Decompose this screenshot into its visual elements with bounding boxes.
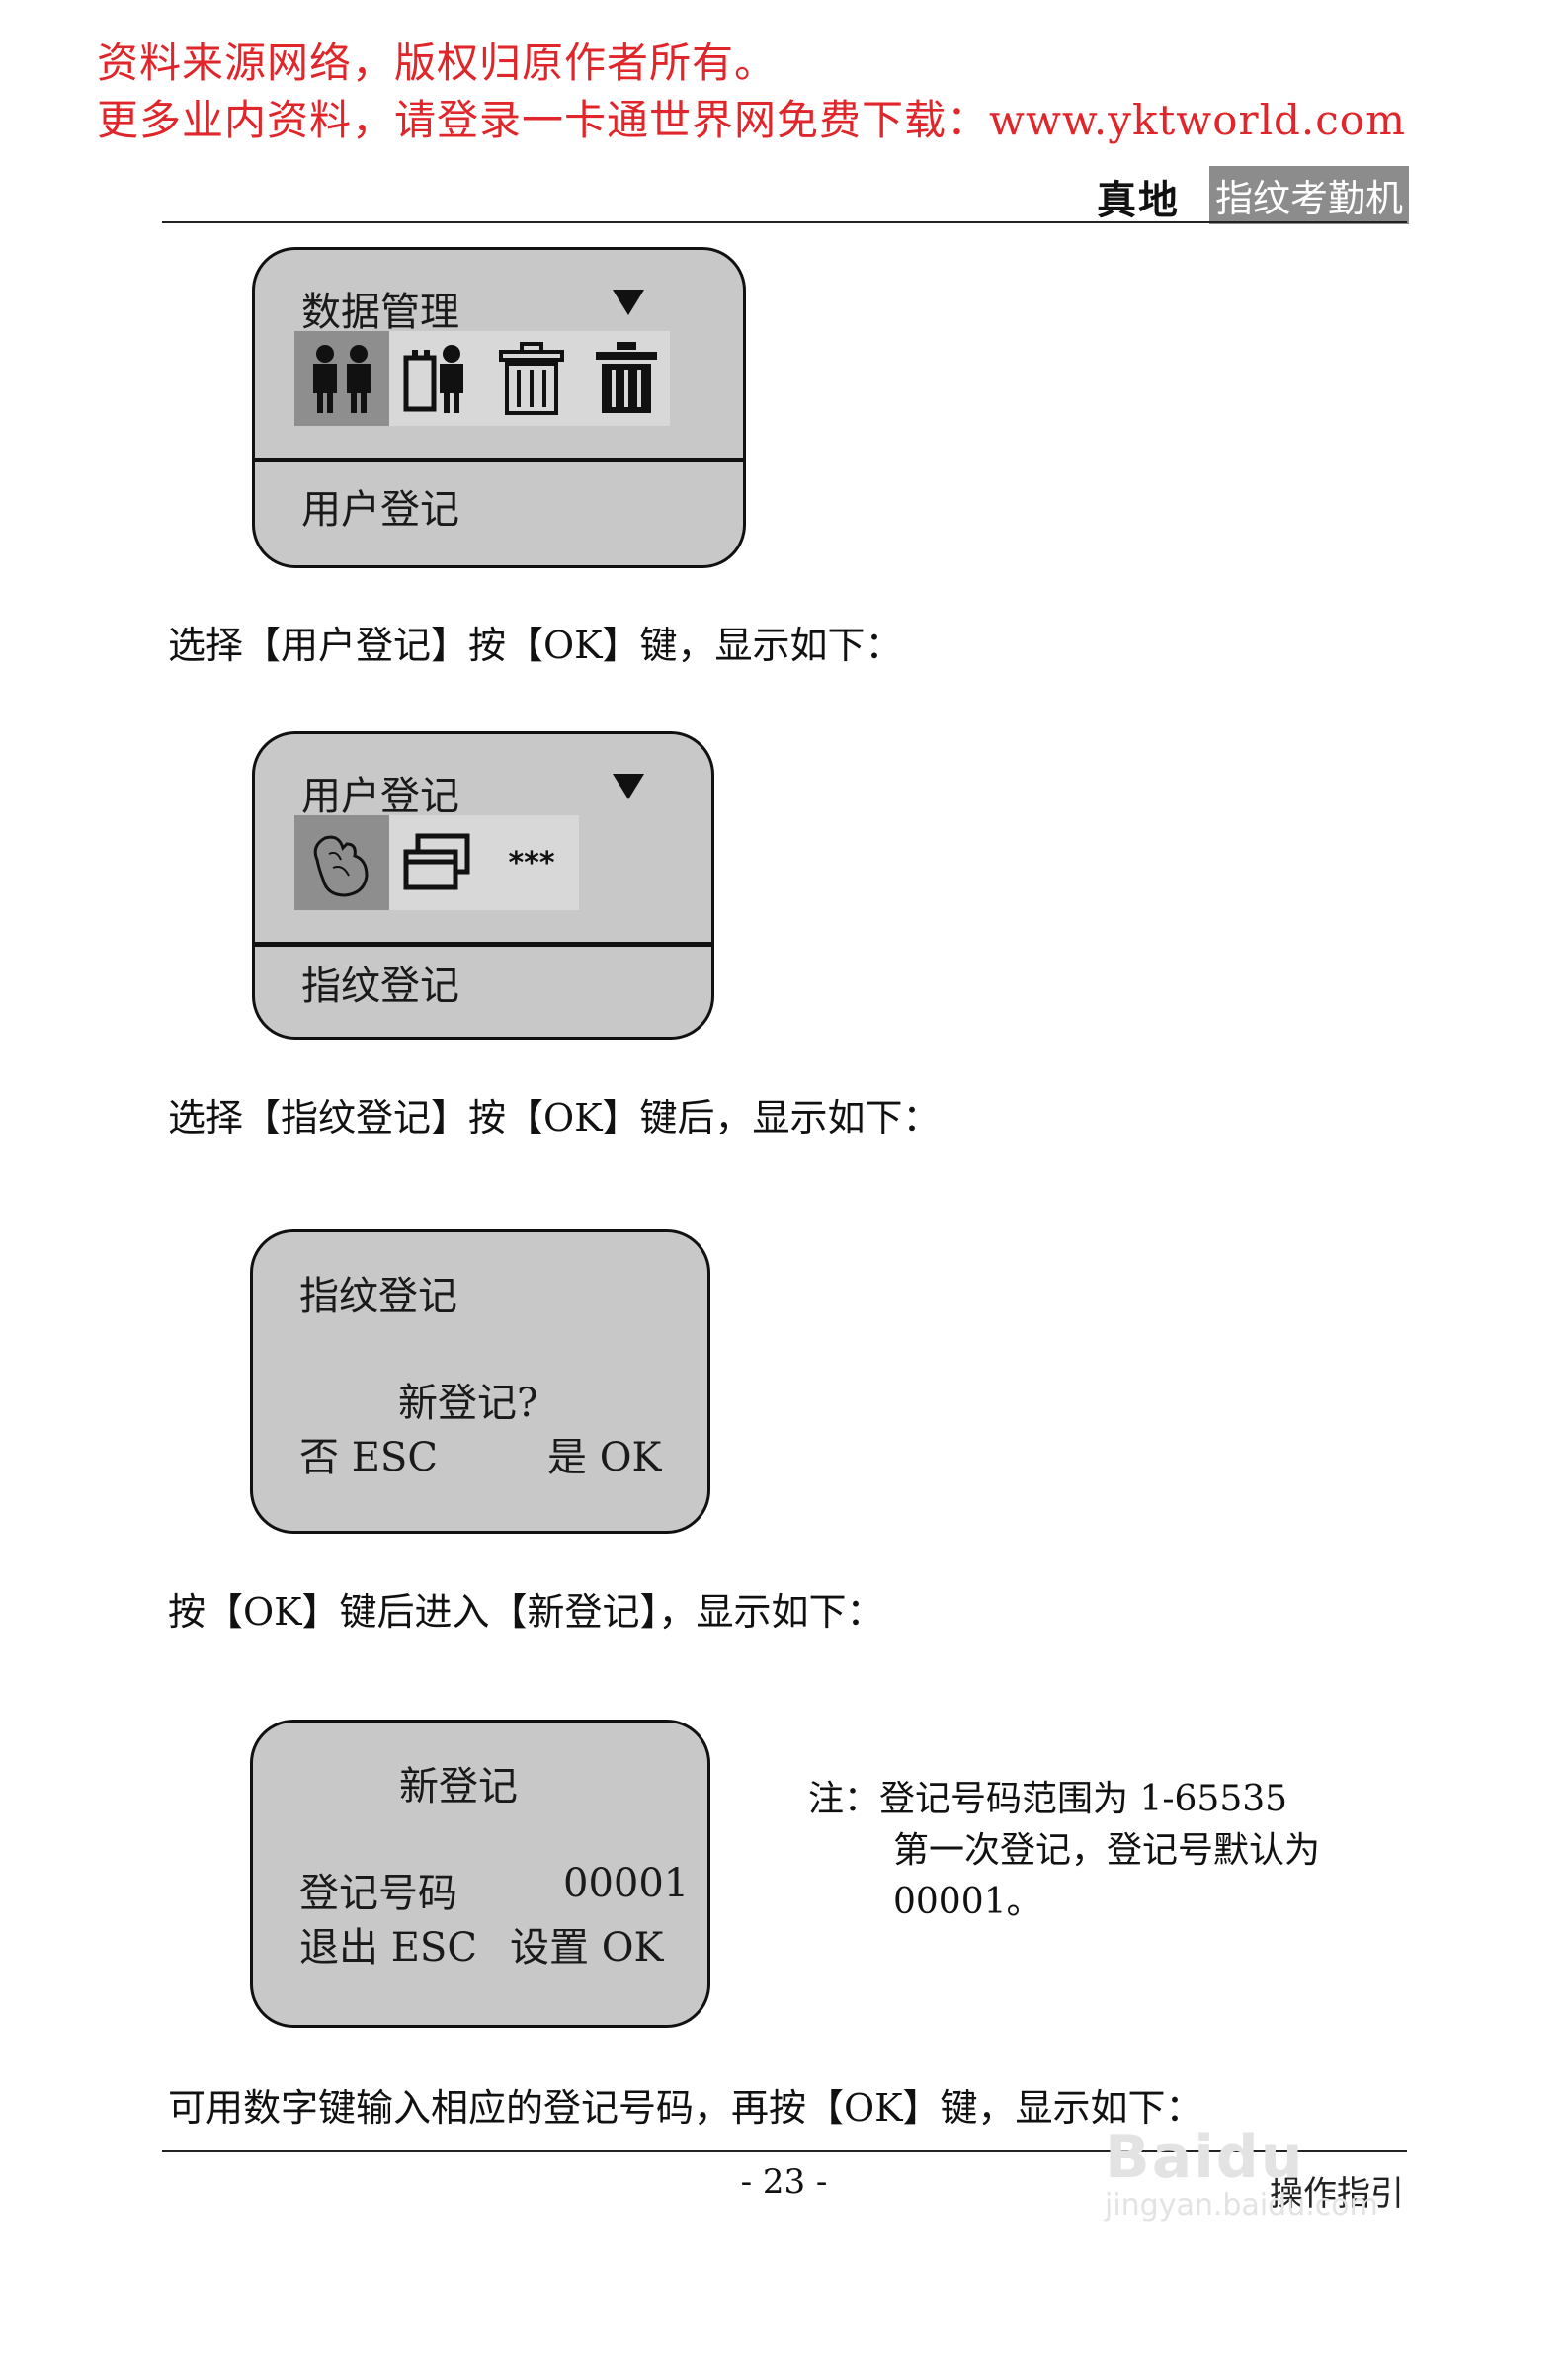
screen-divider	[255, 458, 743, 462]
trash-icon[interactable]	[484, 331, 579, 426]
register-number-value[interactable]: 00001	[563, 1861, 690, 1906]
lcd-new-register: 新登记 登记号码 00001 退出 ESC 设置 OK	[250, 1720, 710, 2028]
yes-ok-option[interactable]: 是 OK	[547, 1435, 662, 1480]
instruction-paragraph: 可用数字键输入相应的登记号码，再按【OK】键，显示如下：	[168, 2086, 1203, 2130]
screen-title: 用户登记	[301, 774, 459, 819]
new-register-question: 新登记?	[398, 1381, 538, 1426]
baidu-watermark: Baidu jingyan.baidu.com	[1105, 2123, 1378, 2223]
set-ok-option[interactable]: 设置 OK	[510, 1925, 664, 1971]
register-number-label: 登记号码	[299, 1871, 457, 1916]
instruction-paragraph: 按【OK】键后进入【新登记】，显示如下：	[168, 1590, 884, 1634]
note-range: 注：登记号码范围为 1-65535	[808, 1779, 1288, 1819]
screen-divider	[255, 942, 711, 947]
screen-title: 数据管理	[301, 290, 459, 335]
password-icon[interactable]: ***	[508, 845, 555, 881]
exit-esc-option[interactable]: 退出 ESC	[299, 1925, 477, 1971]
no-esc-option[interactable]: 否 ESC	[299, 1435, 438, 1480]
selected-item-label: 指纹登记	[301, 964, 459, 1009]
header-source-note: 资料来源网络，版权归原作者所有。	[97, 39, 778, 87]
product-title: 指纹考勤机	[1209, 166, 1410, 224]
card-icon[interactable]	[389, 815, 484, 910]
watermark-logo: Baidu	[1105, 2123, 1305, 2192]
user-card-icon[interactable]	[389, 331, 484, 426]
fingerprint-icon[interactable]	[294, 815, 389, 910]
selected-item-label: 用户登记	[301, 487, 459, 533]
down-arrow-icon	[613, 774, 644, 799]
instruction-paragraph: 选择【用户登记】按【OK】键，显示如下：	[168, 624, 903, 667]
brand-logo: 真地	[1097, 177, 1180, 223]
header-rule	[162, 221, 1407, 223]
note-default: 第一次登记，登记号默认为	[893, 1830, 1321, 1871]
users-icon[interactable]	[294, 331, 389, 426]
note-default-value: 00001。	[893, 1882, 1042, 1922]
lcd-fingerprint-register: 指纹登记 新登记? 否 ESC 是 OK	[250, 1229, 710, 1534]
instruction-paragraph: 选择【指纹登记】按【OK】键后，显示如下：	[168, 1096, 941, 1139]
screen-title: 指纹登记	[299, 1274, 457, 1319]
watermark-url: jingyan.baidu.com	[1105, 2188, 1378, 2223]
screen-title: 新登记	[399, 1764, 518, 1809]
icon-row: ***	[294, 815, 579, 910]
icon-row	[294, 331, 670, 426]
header-download-note: 更多业内资料，请登录一卡通世界网免费下载：www.yktworld.com	[97, 96, 1406, 144]
page-number: - 23 -	[740, 2162, 828, 2202]
lcd-data-management: 数据管理	[252, 247, 746, 568]
trash-all-icon[interactable]	[579, 331, 674, 426]
footer-rule	[162, 2150, 1407, 2152]
section-label: 操作指引	[1270, 2174, 1404, 2214]
down-arrow-icon	[613, 290, 644, 315]
lcd-user-register: 用户登记 *** 指纹登记	[252, 731, 714, 1040]
